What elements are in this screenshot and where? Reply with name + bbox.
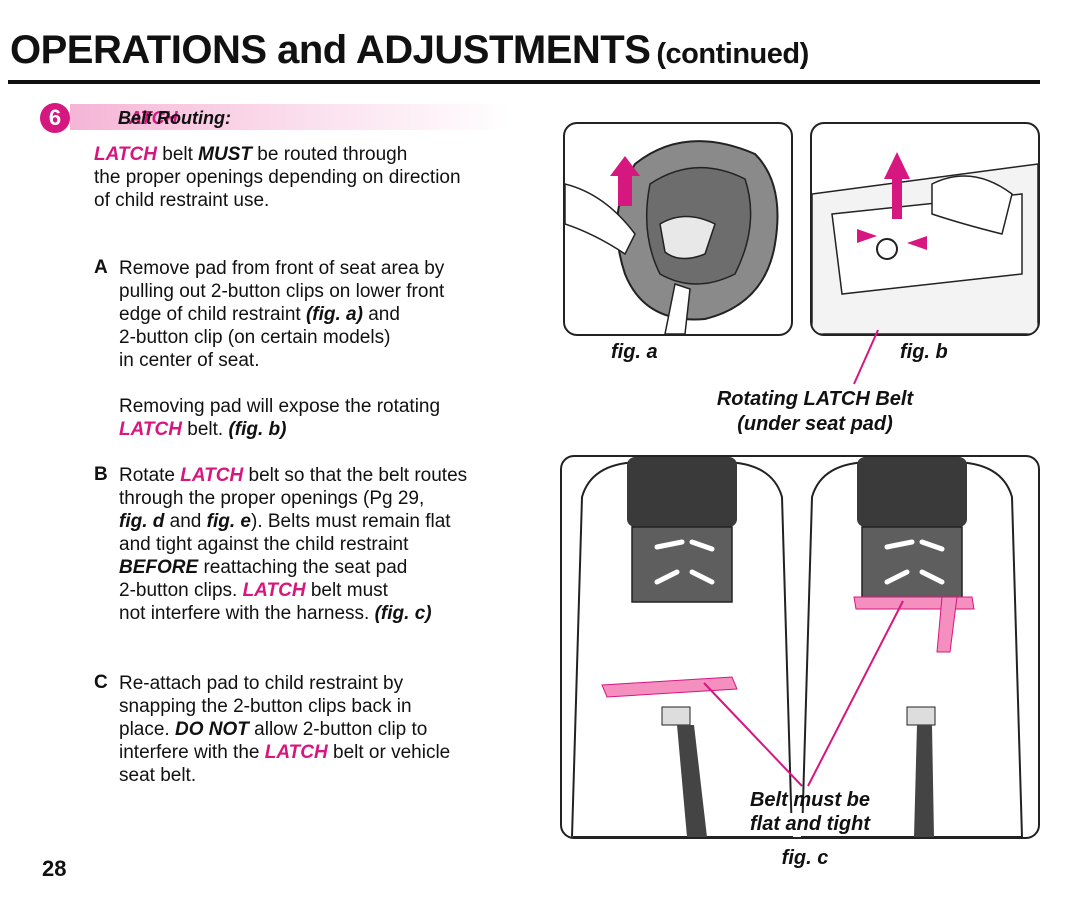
section-number-badge: 6: [40, 103, 70, 133]
rotating-latch-caption-2: (under seat pad): [737, 413, 893, 435]
step-c-line-1: Re-attach pad to child restraint by: [119, 673, 404, 694]
seat-left: [570, 457, 794, 837]
step-a-letter: A: [94, 257, 108, 278]
step-a-line-5: in center of seat.: [119, 350, 260, 371]
step-c-line-5: seat belt.: [119, 765, 197, 786]
figure-b-illustration: [810, 122, 1040, 336]
step-c-letter: C: [94, 672, 108, 693]
step-b-line-1: Rotate LATCH belt so that the belt route…: [119, 465, 468, 486]
fig-c-caption: fig. c: [781, 847, 829, 869]
step-a-line-2: pulling out 2-button clips on lower fron…: [119, 281, 445, 302]
page-number: 28: [42, 856, 67, 881]
step-a-line-1: Remove pad from front of seat area by: [119, 258, 445, 279]
step-a-line-6: Removing pad will expose the rotating: [119, 396, 441, 417]
intro-line-2: the proper openings depending on directi…: [94, 167, 461, 188]
step-c-line-2: snapping the 2-button clips back in: [119, 696, 412, 717]
section-heading-bar: LATCH Belt Routing:: [70, 104, 510, 130]
step-b-line-7: not interfere with the harness. (fig. c): [119, 603, 432, 624]
title-rule: [8, 80, 1040, 84]
rotating-latch-caption-1: Rotating LATCH Belt: [716, 388, 914, 410]
fig-b-caption: fig. b: [900, 341, 948, 363]
intro-line-1: LATCH belt MUST be routed through: [94, 144, 408, 165]
figure-c-illustration: [560, 455, 1040, 839]
title-suffix: (continued): [656, 38, 809, 70]
seat-right: [800, 457, 1024, 837]
step-b-line-2: through the proper openings (Pg 29,: [119, 488, 425, 509]
up-arrow-icon: [618, 176, 632, 206]
fig-a-caption: fig. a: [611, 341, 658, 363]
belt-caption-2: flat and tight: [725, 813, 895, 836]
title-main: OPERATIONS and ADJUSTMENTS: [10, 28, 651, 72]
step-b-line-6: 2-button clips. LATCH belt must: [119, 580, 388, 601]
step-a-line-4: 2-button clip (on certain models): [119, 327, 391, 348]
step-b-letter: B: [94, 464, 108, 485]
page-title: OPERATIONS and ADJUSTMENTS(continued): [10, 28, 809, 73]
figure-a-illustration: [563, 122, 793, 336]
step-c-line-3: place. DO NOT allow 2-button clip to: [119, 719, 428, 740]
step-a-line-7: LATCH belt. (fig. b): [119, 419, 287, 440]
up-arrow-icon: [892, 179, 902, 219]
belt-caption-1: Belt must be: [749, 789, 871, 811]
intro-line-3: of child restraint use.: [94, 190, 270, 211]
step-c-line-4: interfere with the LATCH belt or vehicle: [119, 742, 451, 763]
step-b-line-3: fig. d and fig. e). Belts must remain fl…: [119, 511, 451, 532]
step-a-line-3: edge of child restraint (fig. a) and: [119, 304, 400, 325]
step-b-line-4: and tight against the child restraint: [119, 534, 409, 555]
step-b-line-5: BEFORE reattaching the seat pad: [119, 557, 408, 578]
